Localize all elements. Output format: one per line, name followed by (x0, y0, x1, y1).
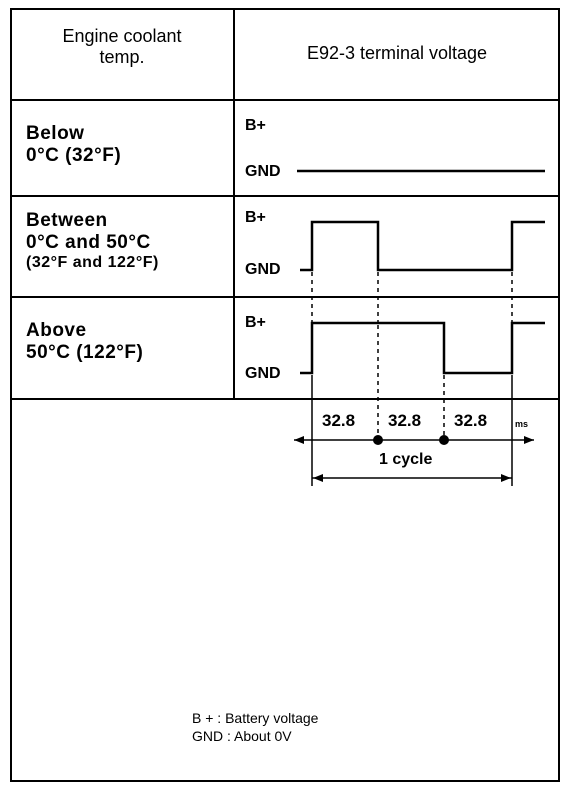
row-below-line1: Below (26, 123, 85, 144)
header-coolant-line2: temp. (99, 46, 145, 67)
time-axis-arrow-right (524, 436, 534, 444)
legend-battery-voltage: B + : Battery voltage (192, 710, 319, 726)
column-divider (233, 8, 235, 400)
segment-unit: ms (515, 419, 529, 429)
row2-divider (10, 296, 560, 298)
timing-dot-2 (439, 435, 449, 445)
row2-high-label: B+ (245, 209, 266, 226)
cycle-arrow-right (501, 474, 511, 482)
header-terminal-voltage: E92-3 terminal voltage (306, 43, 488, 63)
row-above-line2: 50°C (122°F) (26, 341, 144, 363)
row-below-line2: 0°C (32°F) (26, 144, 122, 166)
cycle-arrow-left (313, 474, 323, 482)
row3-low-label: GND (245, 365, 281, 382)
row1-divider (10, 195, 560, 197)
row-between-line1: Between (26, 210, 108, 231)
legend-ground: GND : About 0V (192, 728, 292, 745)
header-coolant-temp: Engine coolant temp. (12, 26, 232, 67)
row3-divider (10, 398, 560, 400)
cycle-label: 1 cycle (376, 451, 436, 470)
row-between-line3: (32°F and 122°F) (26, 253, 159, 271)
waveform-between (300, 220, 545, 272)
time-axis-arrow-left (294, 436, 304, 444)
segment-label-3: 32.8 (454, 411, 488, 430)
waveform-above (300, 321, 545, 375)
row-between-label: Between 0°C and 50°C (32°F and 122°F) (26, 210, 159, 272)
legend: B + : Battery voltage GND : About 0V (192, 710, 318, 744)
header-coolant-line1: Engine coolant (62, 26, 182, 46)
header-divider (10, 99, 560, 101)
diagram-frame (10, 8, 560, 782)
row-below-label: Below 0°C (32°F) (26, 123, 121, 167)
row1-high-label: B+ (245, 117, 266, 134)
timing-dot-1 (373, 435, 383, 445)
row3-high-label: B+ (245, 314, 266, 331)
segment-label-1: 32.8 (322, 411, 356, 430)
segment-label-2: 32.8 (388, 411, 422, 430)
row1-low-label: GND (245, 163, 281, 180)
row2-low-label: GND (245, 261, 281, 278)
row-between-line2: 0°C and 50°C (26, 231, 151, 253)
row-above-line1: Above (26, 320, 87, 341)
row-above-label: Above 50°C (122°F) (26, 320, 143, 364)
